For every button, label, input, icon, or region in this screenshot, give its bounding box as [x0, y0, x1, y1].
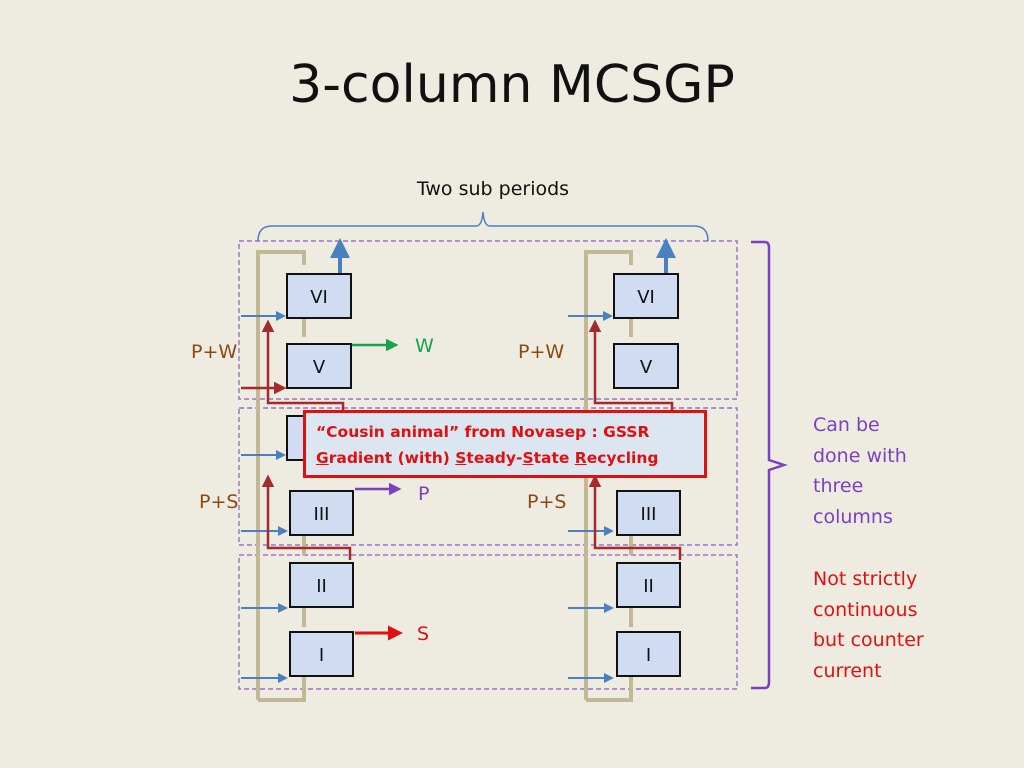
sub-periods-label: Two sub periods: [416, 178, 569, 200]
right-column-label-i: I: [646, 645, 651, 666]
group-box-middle: [238, 407, 738, 546]
label-s: S: [417, 623, 429, 645]
label-ps-right: P+S: [527, 491, 566, 513]
left-column-label-i: I: [319, 645, 324, 666]
left-feed-arrows: [241, 311, 288, 683]
left-column-box-vi: [286, 273, 352, 319]
left-column-box-iii: [289, 490, 354, 536]
gssr-note-line2: Gradient (with) Steady-State Recycling: [316, 449, 659, 467]
left-column-label-iii: III: [314, 504, 330, 525]
left-column-label-v: V: [313, 357, 326, 378]
left-column-box-ii: [289, 562, 354, 608]
side-note-counter-current: Not strictly continuous but counter curr…: [813, 568, 924, 682]
left-column-label-vi: VI: [310, 287, 328, 308]
right-column-box-i: [616, 631, 681, 677]
label-pw-right: P+W: [518, 341, 564, 363]
left-recycle-loops: [241, 319, 352, 560]
right-column-box-iii: [616, 490, 681, 536]
sub-periods-bracket: [257, 211, 709, 242]
slide-title: 3-column MCSGP: [289, 55, 735, 115]
gssr-note: “Cousin animal” from Novasep : GSSR Grad…: [303, 410, 707, 478]
right-column-box-ii: [616, 562, 681, 608]
right-brace: [751, 240, 788, 690]
right-column-label-v: V: [640, 357, 653, 378]
left-columns: VIVIVIIIIII: [286, 273, 354, 677]
group-box-top: [238, 240, 738, 400]
label-p: P: [418, 483, 429, 505]
label-ps-left: P+S: [199, 491, 238, 513]
right-column-label-ii: II: [643, 576, 654, 597]
gssr-note-line1: “Cousin animal” from Novasep : GSSR: [316, 423, 650, 441]
group-box-bottom: [238, 554, 738, 690]
right-feed-arrows: [568, 311, 614, 683]
right-column-label-vi: VI: [637, 287, 655, 308]
right-column-box-vi: [613, 273, 679, 319]
right-column-label-iii: III: [641, 504, 657, 525]
left-column-box-v: [286, 343, 352, 389]
label-w: W: [415, 335, 434, 357]
right-recycle-loops: [588, 319, 682, 560]
right-column-box-v: [613, 343, 679, 389]
left-column-box-i: [289, 631, 354, 677]
side-note-three-columns: Can be done with three columns: [813, 414, 907, 528]
left-column-label-ii: II: [316, 576, 327, 597]
label-pw-left: P+W: [191, 341, 237, 363]
